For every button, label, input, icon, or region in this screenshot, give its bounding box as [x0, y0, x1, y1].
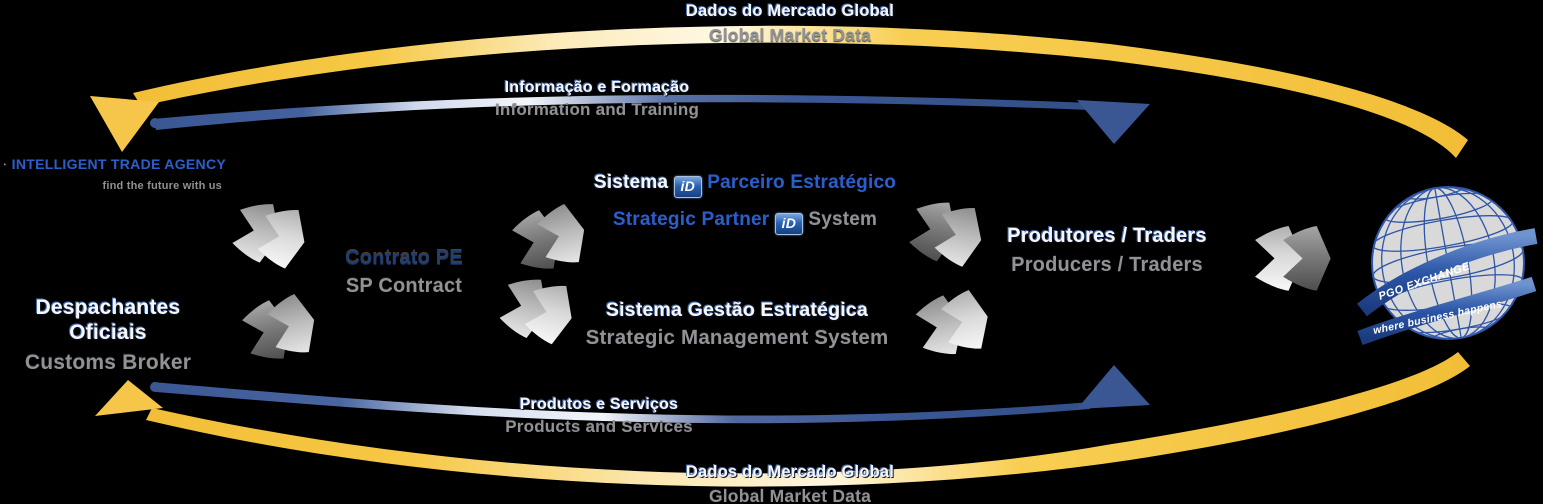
label-global-market-data-bottom: Dados do Mercado Global Global Market Da…: [640, 463, 940, 504]
node-label-en: Strategic Management System: [585, 326, 889, 350]
globe-band-lower: [1357, 276, 1537, 346]
node-sp-contract: Contrato PE SP Contract: [329, 246, 479, 298]
chevron-right-icon: [496, 272, 579, 348]
node-label-pt: Produtores / Traders: [1007, 225, 1207, 247]
label-products-and-services: Produtos e Serviços Products and Service…: [449, 395, 749, 438]
chevron-right-icon: [906, 196, 988, 270]
blue-arc-bottom: [150, 365, 1150, 424]
chevron-right-icon: [229, 197, 312, 272]
yellow-arc-bottom: [95, 352, 1470, 487]
node-label-en-post: System: [808, 209, 878, 230]
arrowhead-down-icon: [1077, 100, 1150, 144]
label-pt: Dados do Mercado Global: [685, 463, 895, 481]
chevron-right-icon: [912, 287, 994, 361]
label-en: Global Market Data: [708, 24, 872, 45]
label-en: Information and Training: [494, 100, 700, 120]
node-strategic-partner-system: Sistema iD Parceiro Estratégico Strategi…: [572, 172, 918, 235]
node-producers-traders: Produtores / Traders Producers / Traders: [990, 224, 1224, 277]
id-badge-icon: iD: [673, 176, 702, 198]
node-label-pt: Sistema Gestão Estratégica: [605, 299, 869, 321]
node-strategic-management-system: Sistema Gestão Estratégica Strategic Man…: [571, 299, 903, 351]
ita-logo-tagline: find the future with us: [102, 180, 222, 192]
arrowhead-up-icon: [95, 380, 163, 416]
node-label-pt-pre: Sistema: [593, 172, 669, 193]
yellow-arc-top: [90, 25, 1468, 158]
label-global-market-data-top: Dados do Mercado Global Global Market Da…: [640, 2, 940, 46]
node-label-pt-post: Parceiro Estratégico: [707, 172, 897, 193]
chevron-right-icon: [238, 290, 322, 366]
label-pt: Informação e Formação: [504, 79, 690, 96]
node-customs-broker: Despachantes Oficiais Customs Broker: [0, 295, 216, 376]
label-information-and-training: Informação e Formação Information and Tr…: [447, 78, 747, 121]
label-en: Products and Services: [505, 417, 693, 437]
label-en: Global Market Data: [708, 485, 872, 504]
arrowhead-down-icon: [90, 96, 159, 152]
node-label-pt: Despachantes Oficiais: [35, 296, 181, 345]
node-label-en: SP Contract: [345, 275, 463, 297]
bar-chart-icon: [4, 163, 6, 166]
node-label-en-pre: Strategic Partner: [612, 209, 770, 230]
ita-logo: INTELLIGENT TRADE AGENCY find the future…: [4, 152, 226, 193]
node-label-en: Producers / Traders: [1011, 254, 1203, 276]
blue-arc-top: [150, 94, 1150, 144]
arrowhead-up-icon: [1077, 365, 1150, 409]
id-badge-icon: iD: [774, 213, 803, 235]
globe-band-upper: [1357, 228, 1538, 317]
node-label-en: Customs Broker: [24, 351, 192, 375]
chevron-right-icon: [1255, 226, 1331, 291]
label-pt: Dados do Mercado Global: [685, 2, 895, 20]
label-pt: Produtos e Serviços: [519, 396, 679, 413]
globe-icon: PGO EXCHANGE where business happens: [1357, 180, 1538, 346]
ita-logo-name: INTELLIGENT TRADE AGENCY: [11, 156, 226, 173]
node-label-pt: Contrato PE: [345, 247, 463, 269]
